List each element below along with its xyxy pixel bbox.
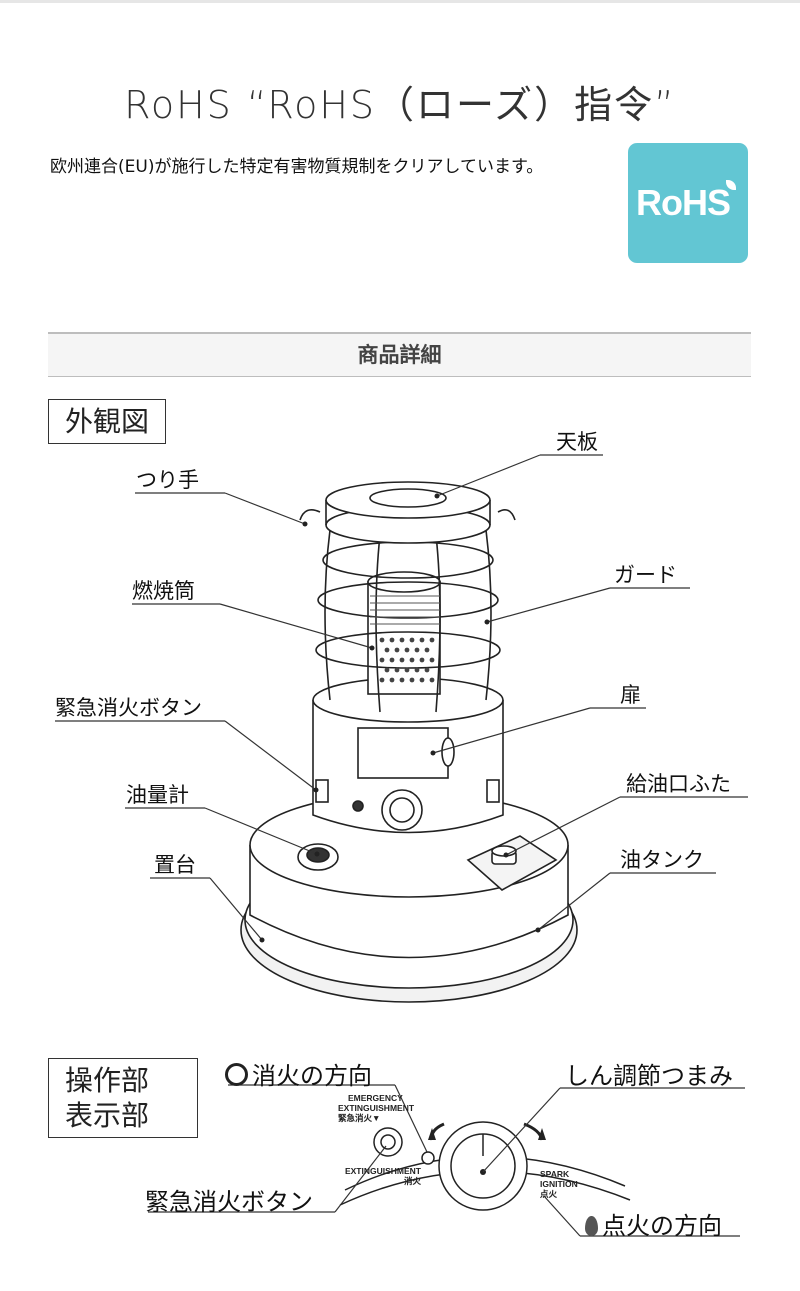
label-door: 扉 — [620, 683, 641, 707]
label-oil-tank: 油タンク — [620, 848, 704, 872]
top-divider — [0, 0, 800, 3]
leaf-icon — [726, 180, 736, 190]
label-handle: つり手 — [136, 468, 199, 492]
panel-emergency-jp: 緊急消火▼ — [338, 1112, 381, 1123]
section-title-bar: 商品詳細 — [48, 332, 751, 377]
panel-spark-en2: IGNITION — [540, 1178, 578, 1189]
panel-emergency-text: EMERGENCY EXTINGUISHMENT 緊急消火▼ — [338, 1093, 415, 1123]
flame-icon — [585, 1216, 598, 1236]
circle-icon — [225, 1063, 248, 1086]
controls-box-line2: 表示部 — [65, 1099, 150, 1132]
panel-spark-jp: 点火 — [540, 1188, 558, 1199]
rohs-logo-text: RoHS — [636, 182, 731, 223]
ignition-direction-text: 点火の方向 — [602, 1212, 722, 1240]
label-ignition-direction: 点火の方向 — [585, 1206, 722, 1241]
label-guard: ガード — [614, 563, 677, 587]
rohs-logo: RoHS — [628, 143, 748, 263]
exterior-box-label: 外観図 — [48, 399, 167, 444]
rohs-description: 欧州連合(EU)が施行した特定有害物質規制をクリアしています。 — [50, 157, 544, 177]
label-wick-knob: しん調節つまみ — [565, 1062, 733, 1090]
controls-box-label: 操作部表示部 — [48, 1058, 198, 1138]
controls-box-line1: 操作部 — [65, 1064, 150, 1097]
panel-extinguish-jp: 消火 — [403, 1176, 421, 1187]
panel-emergency-en1: EMERGENCY — [348, 1093, 403, 1103]
label-base: 置台 — [154, 853, 196, 877]
panel-spark-text: SPARK IGNITION 点火 — [540, 1169, 578, 1199]
label-fuel-cap: 給油口ふた — [626, 772, 731, 796]
label-combustion-tube: 燃焼筒 — [132, 579, 195, 603]
panel-extinguish-text: EXTINGUISHMENT 消火 — [343, 1166, 421, 1186]
panel-emergency-en2: EXTINGUISHMENT — [338, 1102, 415, 1113]
label-emergency-button: 緊急消火ボタン — [55, 696, 202, 720]
section-title: 商品詳細 — [357, 343, 442, 367]
label-fuel-gauge: 油量計 — [126, 783, 189, 807]
panel-extinguish-en: EXTINGUISHMENT — [344, 1166, 421, 1176]
label-top-plate: 天板 — [556, 430, 598, 454]
rohs-heading: RoHS “RoHS（ローズ）指令” — [124, 83, 676, 127]
label-emergency-button-panel: 緊急消火ボタン — [145, 1188, 313, 1216]
extinguish-direction-text: 消火の方向 — [252, 1062, 372, 1090]
label-extinguish-direction: 消火の方向 — [225, 1056, 372, 1091]
panel-spark-en1: SPARK — [540, 1169, 570, 1179]
